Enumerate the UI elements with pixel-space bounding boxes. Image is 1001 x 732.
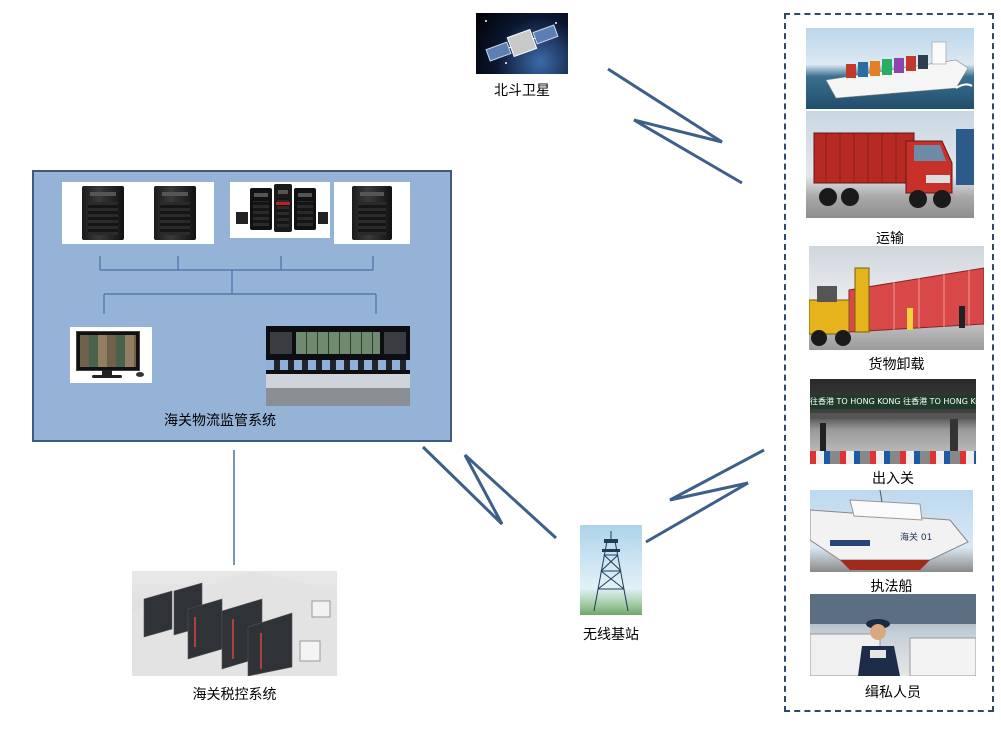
border-label: 出入关 — [872, 471, 914, 487]
ship-hull-text: 海关 01 — [900, 533, 933, 543]
base-station-link — [645, 448, 765, 544]
forklift-image — [809, 246, 984, 350]
data-center-image — [132, 571, 337, 676]
server-image-3 — [334, 182, 410, 244]
tax-control-label: 海关税控系统 — [192, 687, 277, 703]
field-operations-box — [784, 13, 994, 712]
officers-image — [810, 594, 976, 676]
control-room-image — [266, 326, 410, 406]
monitoring-system-panel: 海关物流监管系统 — [32, 170, 452, 442]
monitor-image — [70, 327, 152, 383]
satellite-image — [476, 13, 568, 74]
base-station-image — [580, 525, 642, 615]
base-station-label: 无线基站 — [583, 627, 639, 643]
patrol-ship-label: 执法船 — [870, 579, 913, 595]
satellite-label: 北斗卫星 — [494, 83, 550, 99]
network-tree-lines — [99, 256, 377, 314]
transport-label: 运输 — [876, 231, 904, 247]
border-crossing-image: 往香港 TO HONG KONG 往香港 TO HONG KONG — [810, 379, 976, 464]
satellite-link — [607, 67, 743, 185]
unloading-label: 货物卸载 — [868, 357, 925, 373]
officers-label: 缉私人员 — [865, 685, 921, 701]
patrol-ship-image: 海关 01 — [810, 490, 973, 572]
border-sign: 往香港 TO HONG KONG 往香港 TO HONG KONG — [810, 395, 976, 409]
server-image-1 — [62, 182, 214, 244]
truck-image — [806, 111, 974, 218]
monitoring-label: 海关物流监管系统 — [164, 413, 276, 429]
server-image-2 — [230, 182, 330, 238]
cargo-ship-image — [806, 28, 974, 109]
monitoring-link — [421, 445, 558, 540]
